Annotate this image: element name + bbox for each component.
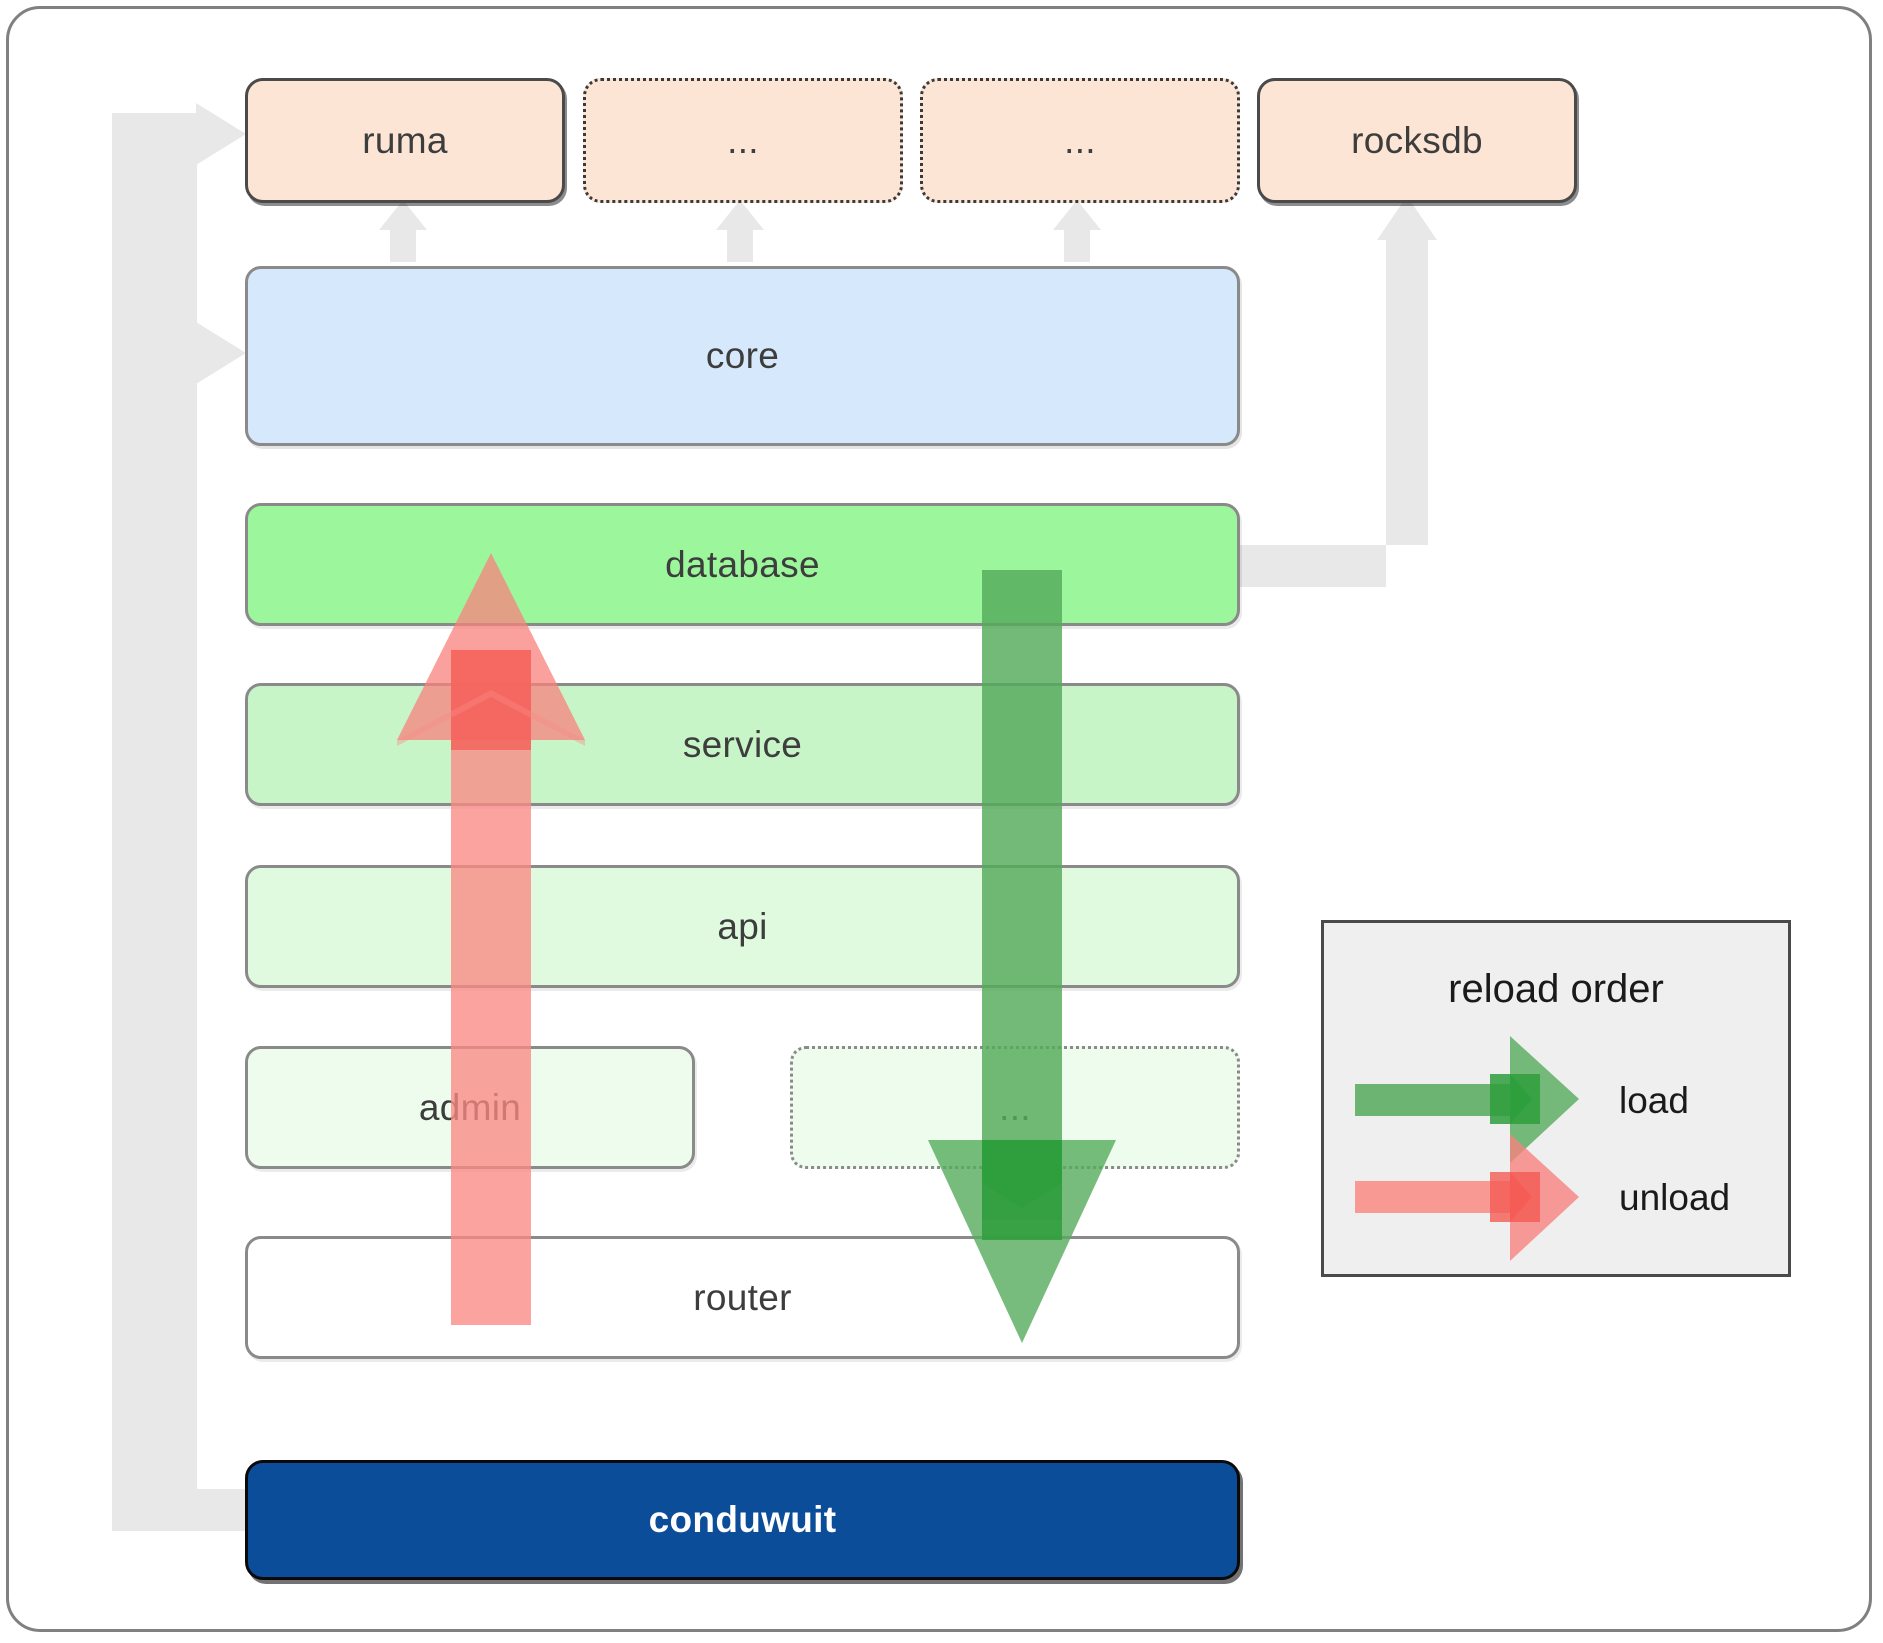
layer-node-api[interactable]: api: [245, 865, 1240, 988]
layer-node-service[interactable]: service: [245, 683, 1240, 806]
legend-unload-arrow: [1355, 1134, 1579, 1261]
legend-title: reload order: [1448, 967, 1664, 1011]
layer-label: admin: [418, 1086, 522, 1128]
legend-arrow-graphics: [1355, 1036, 1579, 1261]
layer-label: service: [682, 723, 803, 765]
dependency-node-placeholder-2[interactable]: ...: [920, 78, 1240, 203]
legend-panel: reload order load unload: [1321, 920, 1791, 1277]
dependency-label: ...: [727, 119, 759, 161]
layer-node-admin[interactable]: admin: [245, 1046, 695, 1169]
layer-node-placeholder[interactable]: ...: [790, 1046, 1240, 1169]
layer-label: ...: [999, 1086, 1031, 1128]
legend-label-load: load: [1619, 1080, 1689, 1121]
layer-node-router[interactable]: router: [245, 1236, 1240, 1359]
dependency-label: rocksdb: [1351, 119, 1483, 161]
dependency-node-ruma[interactable]: ruma: [245, 78, 565, 203]
layer-label: database: [665, 543, 820, 585]
dependency-label: ...: [1064, 119, 1096, 161]
legend-load-arrow: [1355, 1036, 1579, 1163]
layer-label: router: [693, 1276, 792, 1318]
core-node[interactable]: core: [245, 266, 1240, 446]
root-node-conduwuit[interactable]: conduwuit: [245, 1460, 1240, 1580]
legend-label-unload: unload: [1619, 1177, 1731, 1218]
layer-label: api: [717, 905, 768, 947]
core-label: core: [705, 335, 780, 376]
dependency-node-placeholder-1[interactable]: ...: [583, 78, 903, 203]
layer-node-database[interactable]: database: [245, 503, 1240, 626]
root-label: conduwuit: [648, 1499, 837, 1540]
dependency-node-rocksdb[interactable]: rocksdb: [1257, 78, 1577, 203]
dependency-label: ruma: [362, 119, 448, 161]
